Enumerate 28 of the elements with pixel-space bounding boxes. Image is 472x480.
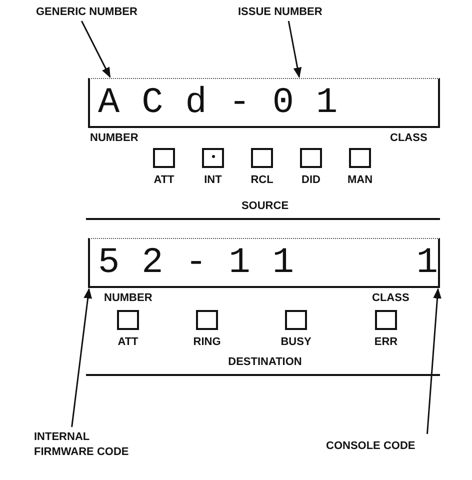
segment-readout: 1 (416, 241, 438, 285)
lamp-label: RING (192, 336, 222, 348)
field-label: CLASS (390, 132, 428, 144)
callout-label: INTERNAL FIRMWARE CODE (34, 430, 142, 460)
leader-arrow (426, 288, 442, 434)
callout-label: GENERIC NUMBER (36, 6, 138, 18)
leader-arrow (80, 20, 111, 78)
field-label: CLASS (372, 292, 410, 304)
lamp-label: BUSY (280, 336, 312, 348)
callout-label: CONSOLE CODE (326, 440, 416, 452)
lamp-label: MAN (346, 174, 374, 186)
lamp-label: INT (203, 174, 223, 186)
leader-arrow (288, 20, 302, 78)
lamp-label: ERR (373, 336, 399, 348)
segment-readout: ACd-01 (98, 81, 360, 125)
lamp-label: ATT (116, 336, 140, 348)
display-panel (88, 238, 440, 288)
callout-label: ISSUE NUMBER (238, 6, 322, 18)
leader-arrow (71, 288, 92, 428)
field-label: NUMBER (104, 292, 152, 304)
lamp-label: RCL (250, 174, 274, 186)
display-panel (88, 78, 440, 128)
lamp-label: ATT (152, 174, 176, 186)
segment-readout: 52-11 (98, 241, 316, 285)
lamp-label: DID (300, 174, 322, 186)
section-label: SOURCE (240, 200, 290, 212)
field-label: NUMBER (90, 132, 138, 144)
section-label: DESTINATION (227, 356, 303, 368)
